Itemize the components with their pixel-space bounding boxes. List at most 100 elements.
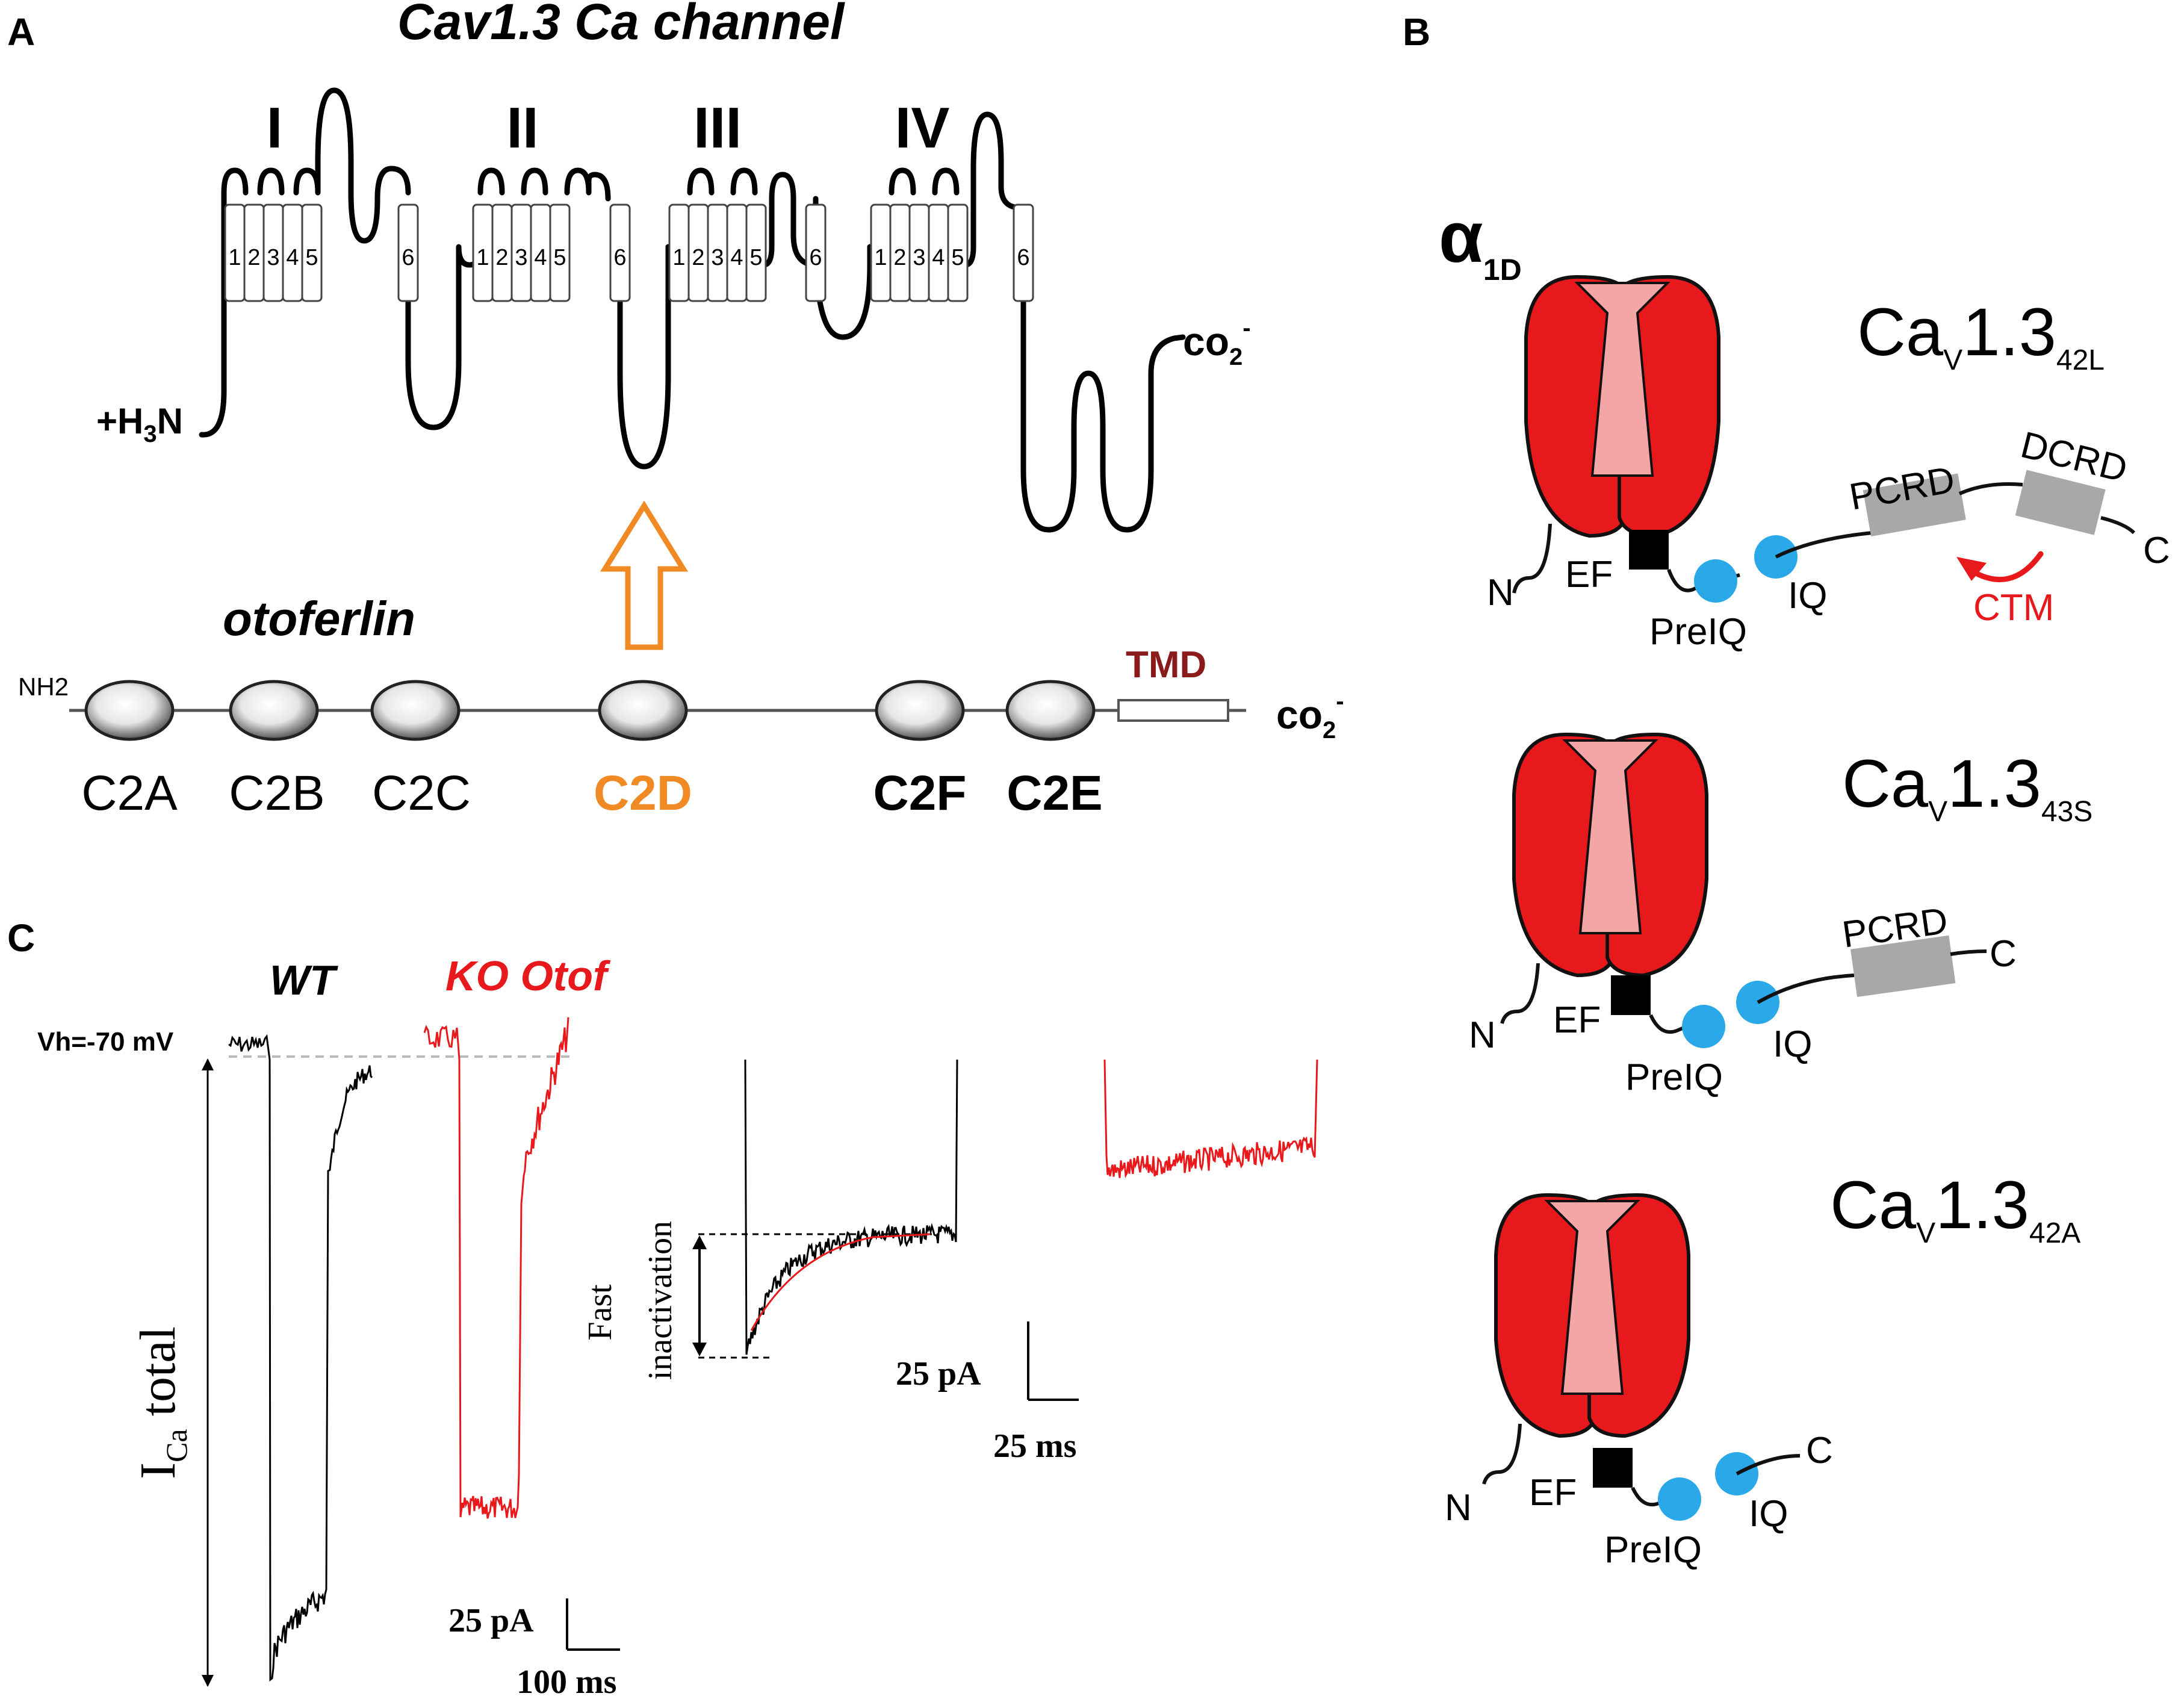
domain-label-c2b: C2B <box>229 766 325 821</box>
svg-text:5: 5 <box>749 245 762 270</box>
inactivation-label: inactivation <box>642 1221 679 1380</box>
domain-c2c <box>370 680 461 741</box>
iq-label-42l: IQ <box>1788 575 1827 616</box>
preiq-label-42l: PreIQ <box>1649 611 1747 653</box>
channel-backbone <box>199 87 1186 533</box>
panel-label-a: A <box>7 10 35 54</box>
ef-label-42a: EF <box>1529 1472 1577 1514</box>
channel-43s <box>1500 732 1987 1048</box>
svg-text:1: 1 <box>874 245 887 270</box>
svg-text:3: 3 <box>913 245 925 270</box>
variant-title-42a: CaV1.342A <box>1830 1167 2080 1249</box>
otoferlin-c-terminus: co2- <box>1276 688 1344 744</box>
n-label-43s: N <box>1469 1014 1496 1056</box>
panel-label-b: B <box>1403 10 1430 54</box>
scale1-y-label: 25 pA <box>448 1602 534 1639</box>
svg-text:6: 6 <box>402 245 414 270</box>
scale-bar-2 <box>1027 1321 1079 1401</box>
scale1-x-label: 100 ms <box>517 1663 616 1701</box>
wt-current-trace <box>228 1034 373 1682</box>
panel-label-c: C <box>7 916 35 960</box>
variant-title-42l: CaV1.342L <box>1857 294 2105 376</box>
repeat-label-iv: IV <box>895 96 950 160</box>
fast-inactivation-arrow <box>692 1235 707 1356</box>
preiq-label-42a: PreIQ <box>1604 1529 1702 1571</box>
repeat-i-segments: 1 2 3 4 5 6 <box>224 203 419 302</box>
svg-text:4: 4 <box>534 245 547 270</box>
ko-current-trace <box>423 1017 569 1519</box>
channel-42a <box>1482 1193 1801 1521</box>
svg-text:3: 3 <box>515 245 527 270</box>
svg-text:2: 2 <box>692 245 704 270</box>
c-label-43s: C <box>1990 933 2017 975</box>
c-label-42l: C <box>2143 530 2170 571</box>
tmd-box <box>1117 699 1229 722</box>
c-label-42a: C <box>1806 1430 1833 1471</box>
svg-text:5: 5 <box>305 245 318 270</box>
repeat-iii-segments: 1 2 3 4 5 6 <box>668 203 827 302</box>
svg-text:4: 4 <box>286 245 299 270</box>
n-label-42l: N <box>1487 572 1514 613</box>
svg-text:2: 2 <box>247 245 260 270</box>
n-label-42a: N <box>1445 1487 1472 1529</box>
c-terminus-label: co2- <box>1183 315 1251 370</box>
domain-label-c2e: C2E <box>1007 766 1103 821</box>
svg-text:2: 2 <box>893 245 906 270</box>
svg-text:3: 3 <box>267 245 279 270</box>
domain-c2e <box>1005 680 1096 741</box>
domain-c2b <box>229 680 319 741</box>
n-terminus-label: +H3N <box>96 401 183 447</box>
scale2-y-label: 25 pA <box>896 1355 981 1393</box>
inset-ko-trace <box>1103 1059 1318 1179</box>
wt-label: WT <box>270 957 338 1004</box>
holding-potential-label: Vh=-70 mV <box>37 1027 174 1057</box>
svg-text:3: 3 <box>711 245 724 270</box>
ko-label: KO Otof <box>445 952 611 999</box>
repeat-ii-segments: 1 2 3 4 5 6 <box>472 203 631 302</box>
svg-text:2: 2 <box>495 245 508 270</box>
preiq-label-43s: PreIQ <box>1625 1057 1723 1098</box>
svg-text:6: 6 <box>809 245 822 270</box>
svg-text:1: 1 <box>476 245 489 270</box>
scale2-x-label: 25 ms <box>993 1427 1076 1465</box>
scale-bar-1 <box>566 1598 620 1651</box>
domain-c2f <box>875 680 965 741</box>
total-current-double-arrow <box>202 1058 214 1687</box>
domain-label-c2f: C2F <box>873 766 967 821</box>
inset-fit-curve <box>750 1233 931 1331</box>
svg-text:4: 4 <box>932 245 945 270</box>
ctm-label: CTM <box>1973 587 2054 629</box>
domain-c2d <box>598 680 688 741</box>
iq-label-42a: IQ <box>1749 1493 1788 1535</box>
interaction-arrow <box>600 500 689 650</box>
otoferlin-label: otoferlin <box>223 592 415 645</box>
svg-text:5: 5 <box>553 245 566 270</box>
domain-c2a <box>84 680 175 741</box>
tmd-label: TMD <box>1126 644 1206 686</box>
repeat-label-iii: III <box>693 96 742 160</box>
domain-label-c2d: C2D <box>594 766 692 821</box>
repeat-label-i: I <box>267 96 283 160</box>
ef-label-43s: EF <box>1553 999 1601 1041</box>
fast-label: Fast <box>582 1284 619 1341</box>
svg-text:5: 5 <box>951 245 964 270</box>
ef-label-42l: EF <box>1565 554 1613 595</box>
repeat-label-ii: II <box>506 96 538 160</box>
iq-label-43s: IQ <box>1773 1023 1812 1065</box>
svg-text:1: 1 <box>672 245 685 270</box>
svg-text:1: 1 <box>228 245 241 270</box>
channel-title: Cav1.3 Ca channel <box>397 0 845 50</box>
inset-wt-trace <box>744 1059 958 1355</box>
domain-label-c2c: C2C <box>372 766 471 821</box>
svg-text:4: 4 <box>730 245 743 270</box>
svg-text:6: 6 <box>1017 245 1029 270</box>
channel-42l <box>1512 275 2136 603</box>
ica-total-label: ICa total <box>130 1326 193 1479</box>
domain-label-c2a: C2A <box>81 766 178 821</box>
repeat-iv-segments: 1 2 3 4 5 6 <box>870 203 1034 302</box>
nh2-label: NH2 <box>18 672 69 701</box>
svg-text:6: 6 <box>613 245 626 270</box>
variant-title-43s: CaV1.343S <box>1842 746 2092 828</box>
alpha-1d-label: α1D <box>1439 197 1522 287</box>
